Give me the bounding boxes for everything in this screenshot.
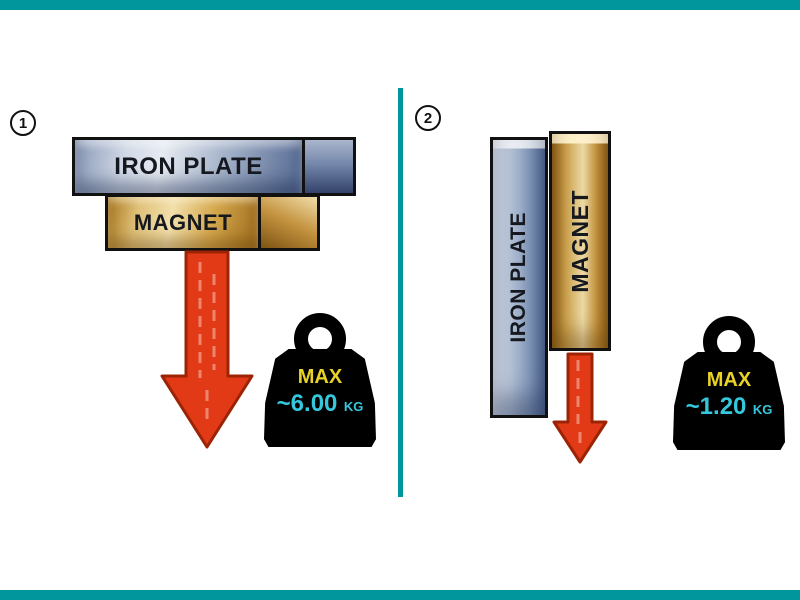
magnet-label: MAGNET <box>566 189 593 293</box>
weight-value: ~6.00 <box>276 390 338 417</box>
panel-1-badge: 1 <box>10 110 36 136</box>
top-border-bar <box>0 0 800 10</box>
weight-max-label: MAX <box>297 366 343 388</box>
weight-value-line: ~1.20 KG <box>686 393 773 421</box>
weight-max-label: MAX <box>706 369 752 391</box>
magnet-vertical: MAGNET <box>549 131 611 351</box>
weight-1-2kg: MAX ~1.20 KG <box>673 316 785 450</box>
weight-unit: KG <box>752 402 773 417</box>
iron-plate-label: IRON PLATE <box>114 152 263 180</box>
magnet-side-face <box>258 197 317 248</box>
down-arrow-icon <box>160 250 254 449</box>
weight-unit: KG <box>343 399 364 414</box>
bottom-border-bar <box>0 590 800 600</box>
weight-body: MAX ~1.20 KG <box>673 352 785 450</box>
panel-2-badge: 2 <box>415 105 441 131</box>
weight-body: MAX ~6.00 KG <box>264 349 376 447</box>
weight-value-line: ~6.00 KG <box>277 390 364 418</box>
magnet-horizontal: MAGNET <box>105 194 320 251</box>
iron-plate-vertical: IRON PLATE <box>490 137 548 418</box>
iron-plate-horizontal: IRON PLATE <box>72 137 356 196</box>
magnet-label: MAGNET <box>133 209 233 235</box>
magnet-front-face: MAGNET <box>108 197 258 248</box>
iron-plate-label: IRON PLATE <box>507 212 530 343</box>
weight-value: ~1.20 <box>685 393 747 420</box>
panel-divider <box>398 88 403 497</box>
weight-6kg: MAX ~6.00 KG <box>264 313 376 447</box>
down-arrow-icon <box>552 352 608 464</box>
iron-plate-side-face <box>302 140 353 193</box>
iron-plate-front-face: IRON PLATE <box>75 140 302 193</box>
